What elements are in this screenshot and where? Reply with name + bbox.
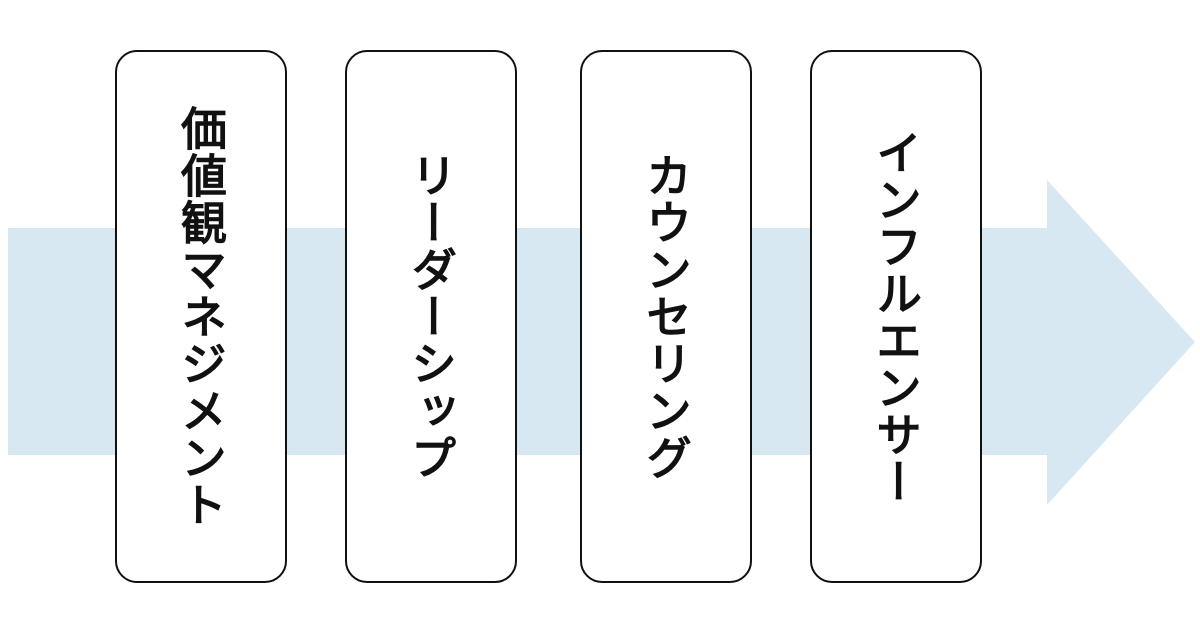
step-label-4: インフルエンサー — [869, 128, 923, 505]
step-label-1: 価値観マネジメント — [174, 105, 228, 528]
step-box-4: インフルエンサー — [810, 50, 982, 583]
step-label-3: カウンセリング — [639, 152, 693, 481]
step-box-1: 価値観マネジメント — [115, 50, 287, 583]
step-box-3: カウンセリング — [580, 50, 752, 583]
step-box-2: リーダーシップ — [345, 50, 517, 583]
step-label-2: リーダーシップ — [404, 152, 458, 481]
